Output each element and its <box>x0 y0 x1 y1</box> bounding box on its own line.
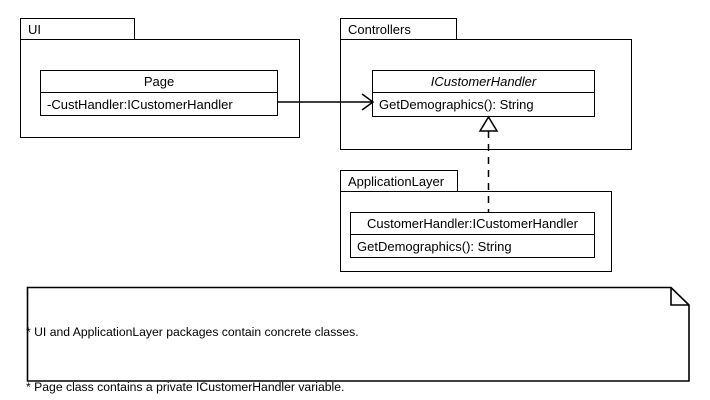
connector-page-to-icustomerhandler <box>278 93 375 111</box>
connector-customerhandler-realizes-icustomerhandler <box>478 115 499 213</box>
class-member-icustomerhandler-getdemographics: GetDemographics(): String <box>379 97 534 112</box>
class-title-customerhandler: CustomerHandler:ICustomerHandler <box>351 213 594 235</box>
class-member-customerhandler-getdemographics: GetDemographics(): String <box>357 238 512 254</box>
class-box-page[interactable]: Page -CustHandler:ICustomerHandler <box>40 70 278 116</box>
package-label-ui: UI <box>28 21 41 37</box>
package-label-applicationlayer: ApplicationLayer <box>348 173 445 189</box>
note-text-block: * UI and ApplicationLayer packages conta… <box>26 286 686 394</box>
class-title-icustomerhandler: ICustomerHandler <box>373 71 594 93</box>
class-member-page-custhandler: -CustHandler:ICustomerHandler <box>47 96 233 112</box>
package-tab-controllers[interactable]: Controllers <box>340 18 457 40</box>
note-box <box>26 286 690 382</box>
hollow-triangle-arrowhead-icon <box>478 115 499 132</box>
package-label-controllers: Controllers <box>348 21 411 37</box>
note-line-1: * UI and ApplicationLayer packages conta… <box>26 324 359 339</box>
class-title-page: Page <box>41 71 277 93</box>
note-line-2: * Page class contains a private ICustome… <box>26 380 345 395</box>
class-box-customerhandler[interactable]: CustomerHandler:ICustomerHandler GetDemo… <box>350 212 595 258</box>
package-tab-applicationlayer[interactable]: ApplicationLayer <box>340 170 458 192</box>
class-box-icustomerhandler[interactable]: ICustomerHandler GetDemographics(): Stri… <box>372 70 595 117</box>
package-tab-ui[interactable]: UI <box>20 18 135 40</box>
open-arrowhead-icon <box>361 93 375 111</box>
